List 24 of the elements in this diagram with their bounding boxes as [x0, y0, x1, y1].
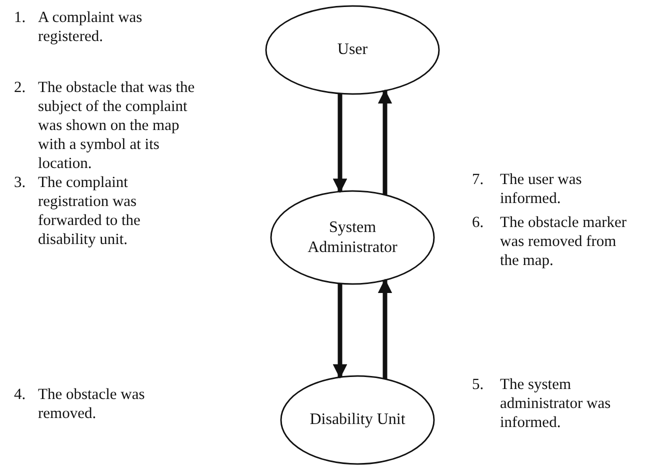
step-text: A complaint was registered.	[38, 8, 144, 46]
step-text: The obstacle marker was removed from the map.	[500, 213, 628, 270]
list-number: 7.	[472, 170, 484, 189]
ellipse-node	[270, 190, 435, 285]
step-text: The obstacle that was the subject of the complaint was shown on the map with a symbol at its location.	[38, 78, 196, 173]
arrow	[332, 283, 348, 379]
list-number: 3.	[14, 173, 26, 192]
node-label: System Administrator	[306, 218, 398, 258]
step-text: The user was informed.	[500, 170, 583, 208]
arrow	[378, 89, 392, 195]
ellipse-node	[280, 375, 435, 465]
list-number: 5.	[472, 375, 484, 394]
step-text: The system administrator was informed.	[500, 375, 612, 432]
ellipse-node	[265, 5, 440, 95]
list-number: 1.	[14, 8, 26, 27]
node-label: User	[337, 40, 368, 60]
arrow	[332, 94, 348, 193]
step-text: The obstacle was removed.	[38, 385, 146, 423]
step-text: The complaint registration was forwarded to the disability unit.	[38, 173, 142, 249]
arrow	[378, 278, 392, 379]
list-number: 4.	[14, 385, 26, 404]
list-number: 2.	[14, 78, 26, 97]
list-number: 6.	[472, 213, 484, 232]
node-label: Disability Unit	[310, 410, 406, 430]
